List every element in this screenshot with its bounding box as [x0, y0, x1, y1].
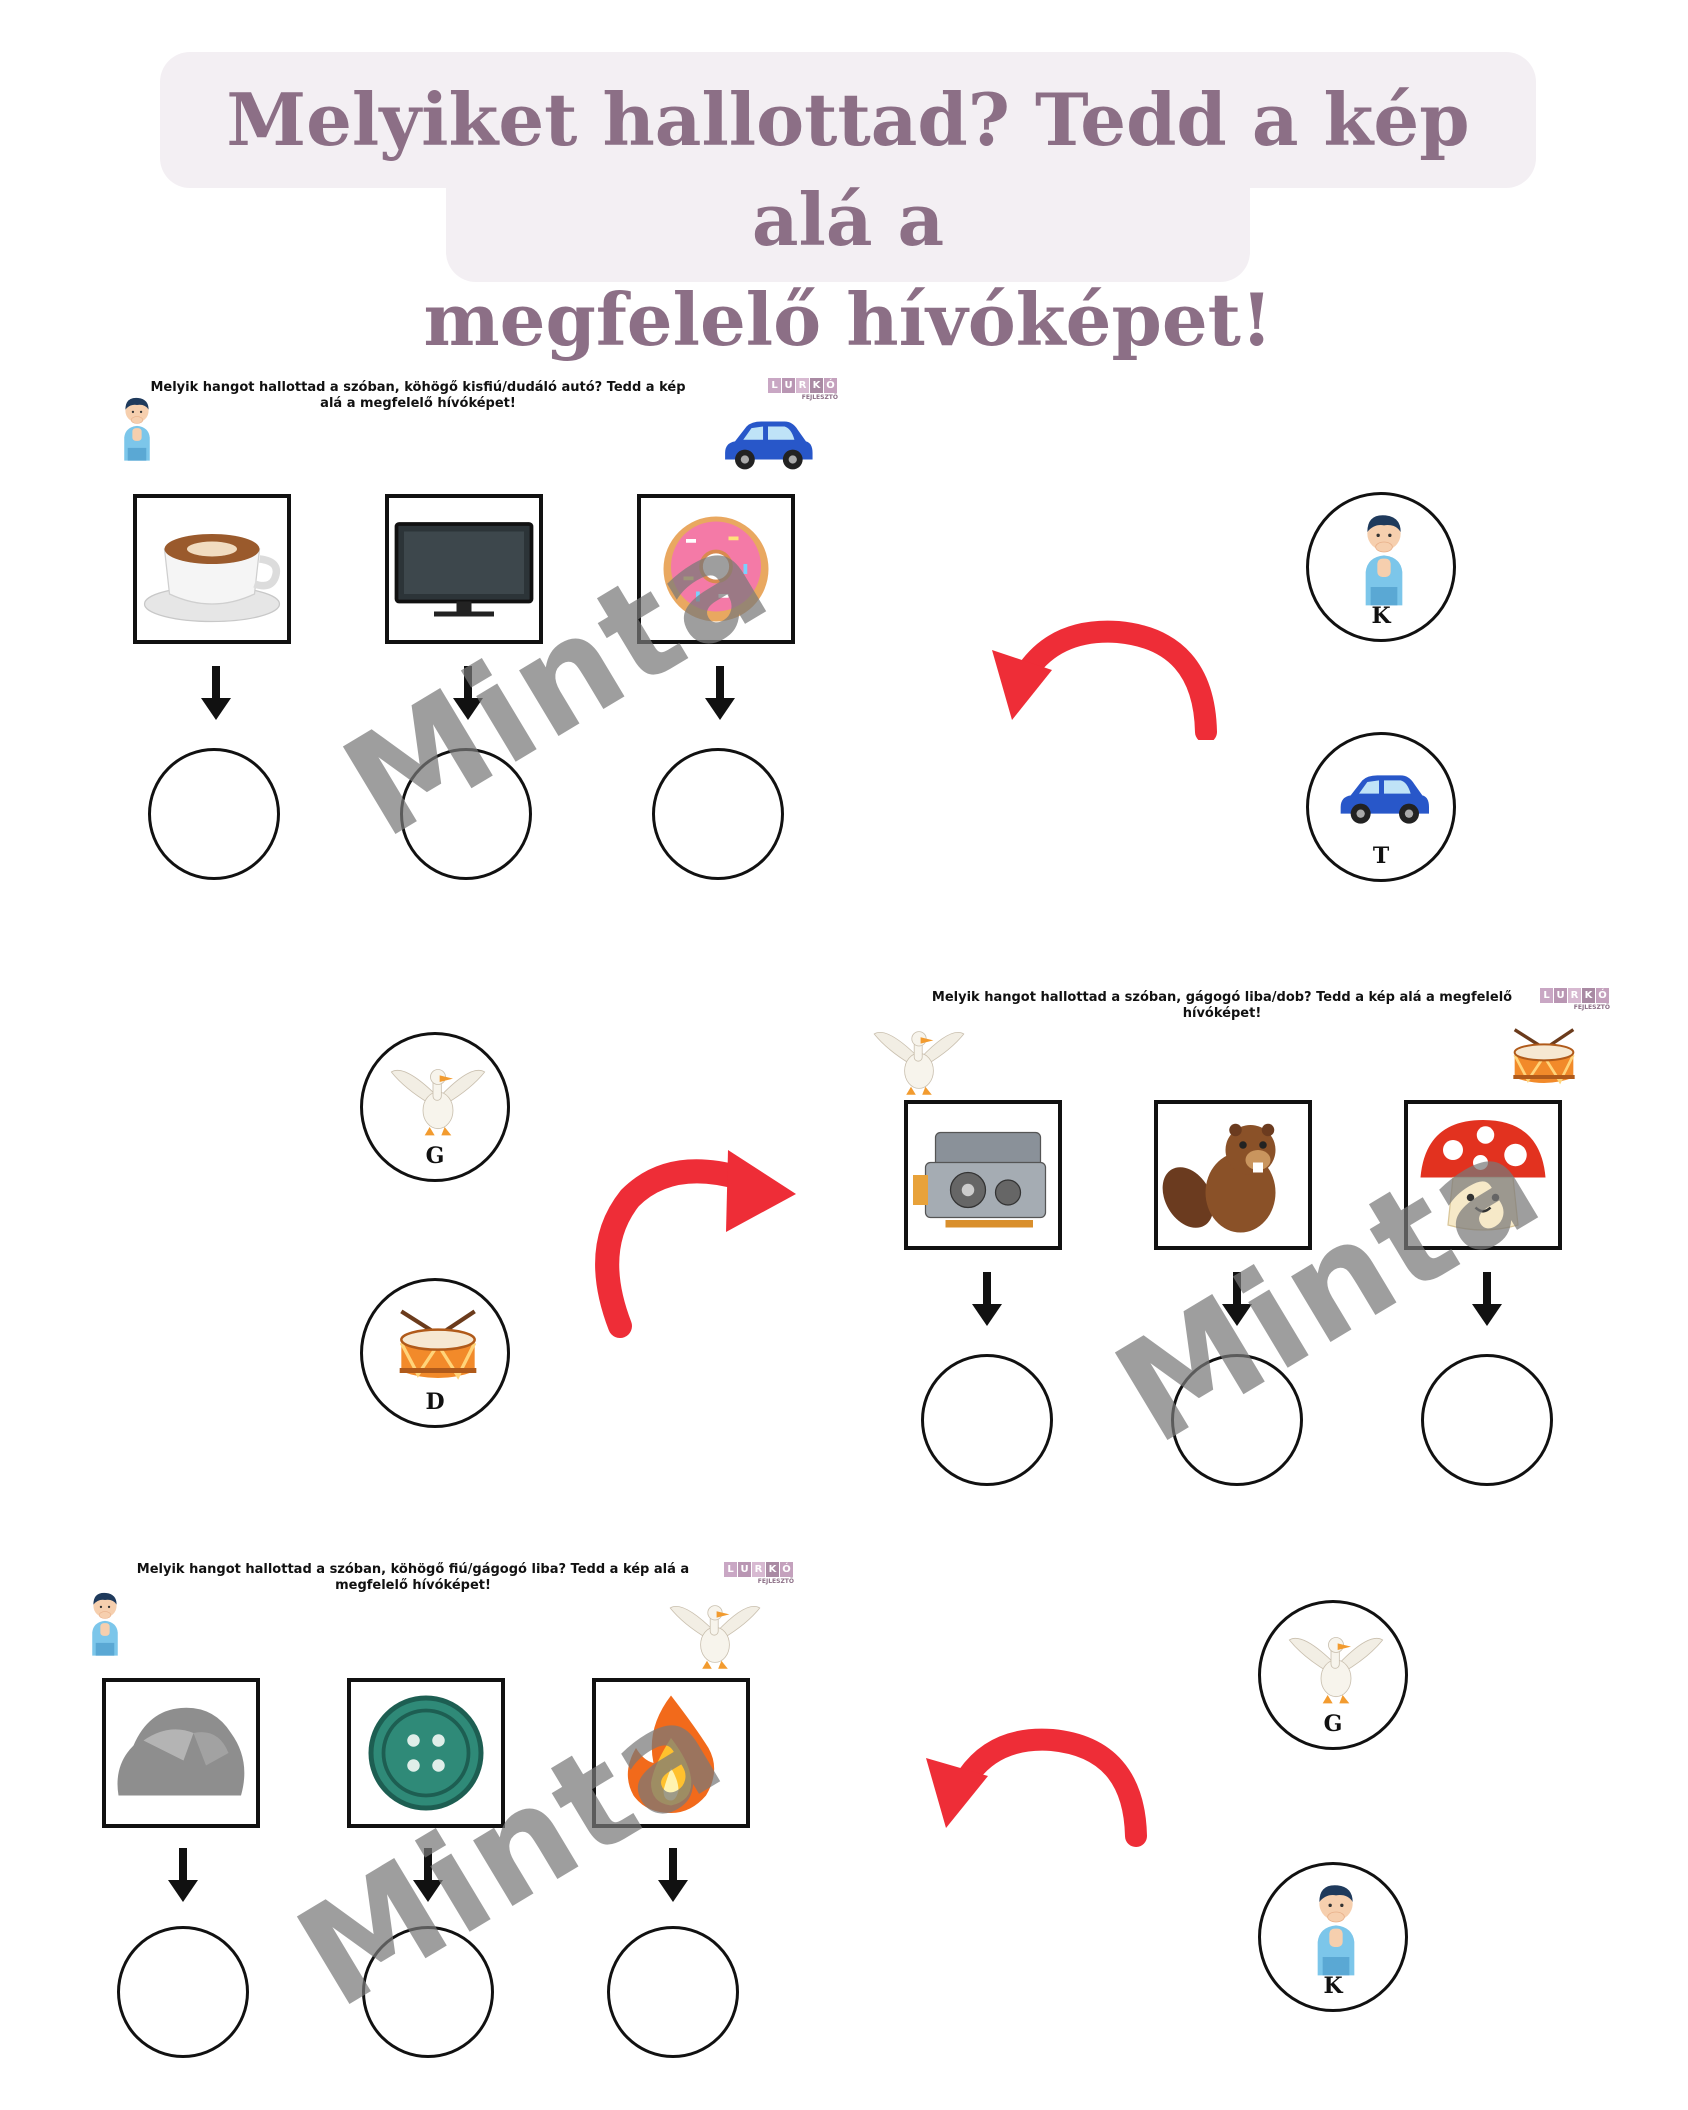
picture-box-beaver	[1154, 1100, 1312, 1250]
cue-card-drum[interactable]: D	[360, 1278, 510, 1428]
cue-letter: G	[1323, 1711, 1343, 1737]
brand-letter: L	[724, 1562, 737, 1577]
curved-arrow-left-icon	[926, 1728, 1147, 1847]
coughing-boy-icon	[76, 1580, 134, 1664]
brand-subtitle: FEJLESZTŐ	[757, 1578, 794, 1585]
picture-box-television	[385, 494, 543, 644]
worksheet-1-instruction: Melyik hangot hallottad a szóban, köhögő…	[150, 380, 686, 411]
cue-card-coughing-boy[interactable]: K	[1258, 1862, 1408, 2012]
cue-letter: T	[1372, 843, 1390, 869]
answer-circle[interactable]	[921, 1354, 1053, 1486]
cue-letter: K	[1323, 1973, 1343, 1999]
brand-logo: L U R K Ó FEJLESZTŐ	[724, 1562, 794, 1592]
brand-subtitle: FEJLESZTŐ	[1573, 1004, 1610, 1011]
brand-letter: R	[796, 378, 809, 393]
down-arrow-icon	[970, 1272, 1004, 1328]
cue-card-coughing-boy[interactable]: K	[1306, 492, 1456, 642]
worksheet-3-instruction: Melyik hangot hallottad a szóban, köhögő…	[136, 1562, 690, 1593]
car-icon	[1334, 747, 1434, 847]
picture-box-rock	[102, 1678, 260, 1828]
answer-circle[interactable]	[148, 748, 280, 880]
brand-letter: Ó	[824, 378, 837, 393]
picture-box-engine	[904, 1100, 1062, 1250]
goose-icon	[388, 1047, 488, 1147]
page-title-line-2: megfelelő hívóképet!	[423, 277, 1273, 362]
title-background-lower	[446, 150, 1250, 282]
picture-box-mushroom	[1404, 1100, 1562, 1250]
brand-logo: L U R K Ó FEJLESZTŐ	[768, 378, 838, 408]
answer-circle[interactable]	[607, 1926, 739, 2058]
cue-card-goose[interactable]: G	[1258, 1600, 1408, 1750]
engine-icon	[908, 1104, 1058, 1246]
brand-subtitle: FEJLESZTŐ	[801, 394, 838, 401]
car-icon	[718, 410, 818, 476]
drum-icon	[1504, 1020, 1584, 1090]
goose-icon	[866, 1018, 972, 1098]
picture-box-button	[347, 1678, 505, 1828]
goose-icon	[1286, 1615, 1386, 1715]
brand-letter: K	[1582, 988, 1595, 1003]
brand-letter: R	[752, 1562, 765, 1577]
brand-letter: U	[782, 378, 795, 393]
brand-letter: Ó	[1596, 988, 1609, 1003]
goose-icon	[660, 1592, 770, 1672]
picture-box-donut	[637, 494, 795, 644]
brand-letter: U	[1554, 988, 1567, 1003]
answer-circle[interactable]	[1171, 1354, 1303, 1486]
worksheet-2-instruction: Melyik hangot hallottad a szóban, gágogó…	[931, 990, 1513, 1021]
brand-letter: U	[738, 1562, 751, 1577]
page-title-line-1: Melyiket hallottad? Tedd a kép alá a	[226, 77, 1470, 262]
picture-box-coffee	[133, 494, 291, 644]
drum-icon	[388, 1293, 488, 1393]
cue-card-goose[interactable]: G	[360, 1032, 510, 1182]
cue-letter: K	[1371, 603, 1391, 629]
rock-icon	[106, 1682, 256, 1824]
brand-letter: L	[768, 378, 781, 393]
brand-letter: L	[1540, 988, 1553, 1003]
curved-arrow-left-icon	[992, 620, 1217, 740]
brand-letter: R	[1568, 988, 1581, 1003]
answer-circle[interactable]	[400, 748, 532, 880]
down-arrow-icon	[656, 1848, 690, 1904]
brand-letter: K	[766, 1562, 779, 1577]
brand-letter: Ó	[780, 1562, 793, 1577]
coughing-boy-icon	[108, 392, 166, 462]
coffee-cup-icon	[137, 498, 287, 640]
brand-logo: L U R K Ó FEJLESZTŐ	[1540, 988, 1610, 1018]
brand-letter: K	[810, 378, 823, 393]
coughing-boy-icon	[1334, 507, 1434, 607]
cue-letter: D	[425, 1389, 445, 1415]
answer-circle[interactable]	[362, 1926, 494, 2058]
cue-letter: G	[425, 1143, 445, 1169]
picture-box-fire	[592, 1678, 750, 1828]
answer-circle[interactable]	[117, 1926, 249, 2058]
page-title: Melyiket hallottad? Tedd a kép alá a meg…	[160, 70, 1536, 370]
answer-circle[interactable]	[652, 748, 784, 880]
down-arrow-icon	[199, 666, 233, 722]
cue-card-car[interactable]: T	[1306, 732, 1456, 882]
curved-arrow-right-icon	[595, 1150, 796, 1338]
down-arrow-icon	[166, 1848, 200, 1904]
answer-circle[interactable]	[1421, 1354, 1553, 1486]
coughing-boy-icon	[1286, 1877, 1386, 1977]
